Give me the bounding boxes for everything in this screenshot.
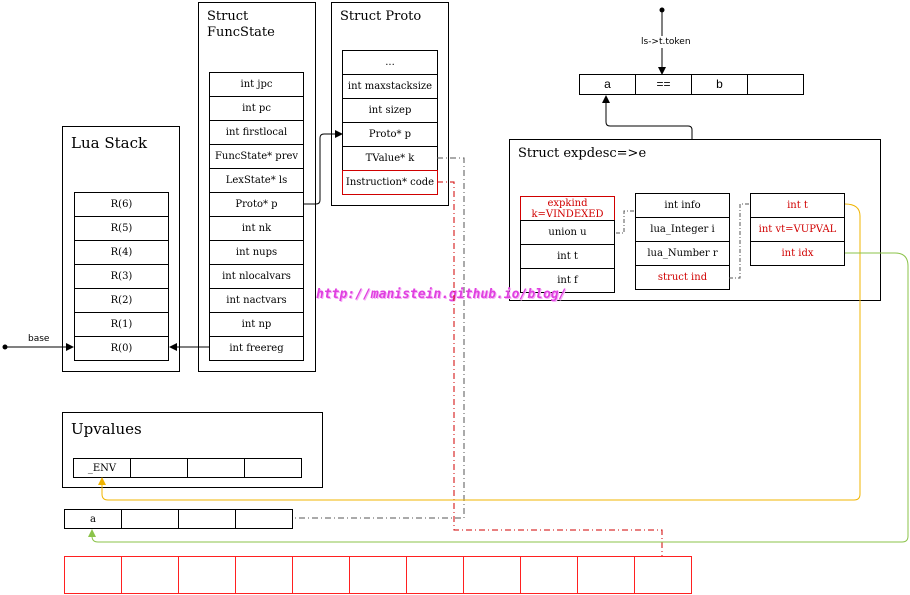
lua-stack-title: Lua Stack	[71, 134, 148, 152]
code-link-red	[437, 181, 663, 556]
funcstate-field-9: int nactvars	[209, 288, 304, 313]
ind-t-to-env-arrow	[98, 203, 861, 501]
constant-slot	[64, 556, 122, 594]
ind-field-2: int idx	[750, 241, 845, 266]
union-link-dashed	[616, 210, 636, 234]
constant-slot	[292, 556, 350, 594]
funcstate-field-3: FuncState* prev	[209, 144, 304, 169]
token-cell-3	[747, 74, 804, 95]
ind-idx-to-local-arrow	[88, 252, 909, 543]
funcstate-field-11: int freereg	[209, 336, 304, 361]
stack-slot-r0: R(0)	[74, 336, 169, 361]
funcstate-field-1: int pc	[209, 96, 304, 121]
constants-link-dashdot	[292, 157, 465, 519]
ind-link-dashed	[729, 203, 751, 279]
proto-pointer-arrow	[304, 130, 343, 205]
base-label: base	[28, 334, 50, 344]
upvalues-title: Upvalues	[71, 420, 142, 438]
constant-slot	[349, 556, 407, 594]
ind-field-0: int t	[750, 193, 845, 218]
constant-slot	[121, 556, 179, 594]
upvalue-cell-3	[244, 458, 302, 478]
proto-field-4: TValue* k	[342, 146, 438, 171]
constant-slot	[235, 556, 293, 594]
expdesc-field-1: union u	[520, 220, 615, 245]
proto-field-5: Instruction* code	[342, 170, 438, 195]
stack-slot-r6: R(6)	[74, 192, 169, 217]
watermark-text: http://manistein.github.io/blog/	[316, 287, 567, 302]
proto-field-1: int maxstacksize	[342, 74, 438, 99]
funcstate-field-6: int nk	[209, 216, 304, 241]
local-cell-3	[235, 509, 293, 529]
proto-title: Struct Proto	[340, 9, 422, 24]
expdesc-to-a-arrow	[602, 95, 693, 139]
union-field-0: int info	[635, 193, 730, 218]
stack-slot-r5: R(5)	[74, 216, 169, 241]
expdesc-field-0: expkind k=VINDEXED	[520, 196, 615, 221]
proto-field-0: ...	[342, 50, 438, 75]
funcstate-title: Struct FuncState	[207, 9, 275, 40]
expdesc-title: Struct expdesc=>e	[518, 146, 647, 161]
funcstate-field-2: int firstlocal	[209, 120, 304, 145]
expdesc-field-3: int f	[520, 268, 615, 293]
constant-slot	[634, 556, 692, 594]
stack-slot-r3: R(3)	[74, 264, 169, 289]
token-label: ls->t.token	[641, 37, 691, 47]
token-cell-0: a	[579, 74, 636, 95]
constant-slot	[520, 556, 578, 594]
union-field-3: struct ind	[635, 265, 730, 290]
funcstate-field-7: int nups	[209, 240, 304, 265]
stack-slot-r4: R(4)	[74, 240, 169, 265]
constant-slot	[406, 556, 464, 594]
